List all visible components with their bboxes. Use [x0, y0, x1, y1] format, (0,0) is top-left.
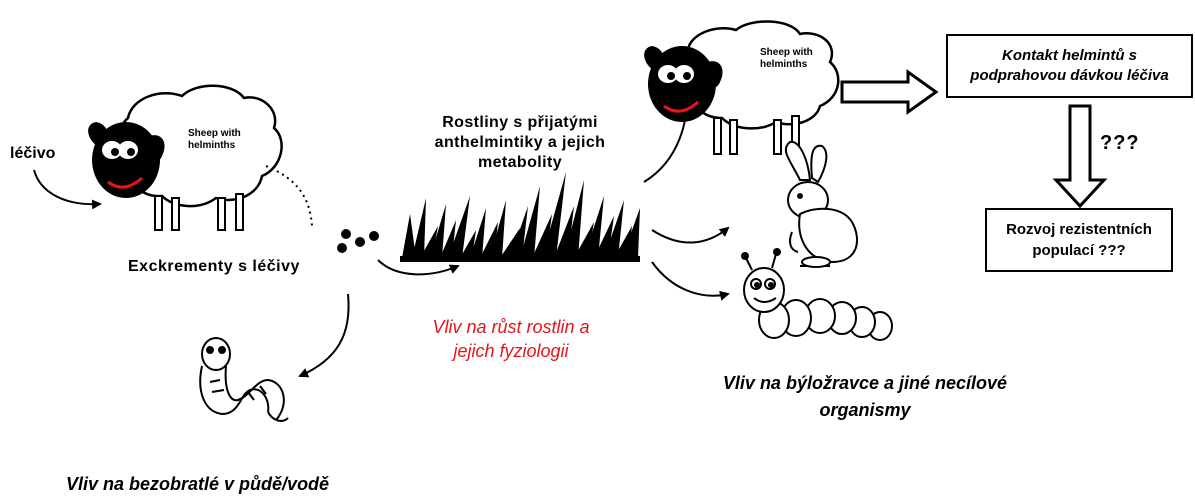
arrow-plants-to-rabbit [652, 228, 728, 243]
plant-effect-label: Vliv na růst rostlin a jejich fyziologii [416, 315, 606, 363]
rabbit-icon [786, 142, 857, 267]
plant-effect-line-2: jejich fyziologii [416, 339, 606, 363]
arrow-down-thick [1056, 106, 1104, 206]
plants-title-line-2: anthelmintiky a jejich [408, 133, 632, 153]
sheep-right-label-1: Sheep with [760, 47, 813, 58]
arrow-excrement-to-worm [300, 294, 349, 376]
drug-label: léčivo [10, 145, 55, 163]
invertebrate-effect-label: Vliv na bezobratlé v půdě/vodě [66, 474, 329, 495]
excrement-label: Exckrementy s léčivy [128, 258, 300, 276]
contact-box-line-1: Kontakt helmintů s [970, 46, 1168, 66]
sheep-icon [88, 86, 282, 230]
herbivore-effect-line-2: organismy [700, 397, 1030, 424]
contact-box: Kontakt helmintů s podprahovou dávkou lé… [946, 34, 1193, 98]
plants-title-line-3: metabolity [408, 153, 632, 173]
plants-title-line-1: Rostliny s přijatými [408, 113, 632, 133]
sheep-left-label-1: Sheep with [188, 128, 241, 139]
arrow-right-thick [842, 72, 936, 112]
plant-effect-line-1: Vliv na růst rostlin a [416, 315, 606, 339]
arrow-plants-to-caterpillar [652, 262, 728, 296]
herbivore-effect-label: Vliv na býložravce a jiné necílové organ… [700, 370, 1030, 424]
resistance-box: Rozvoj rezistentních populací ??? [985, 208, 1173, 272]
contact-box-line-2: podprahovou dávkou léčiva [970, 66, 1168, 86]
arrow-excrement-to-plants [378, 260, 458, 274]
herbivore-effect-line-1: Vliv na býložravce a jiné necílové [700, 370, 1030, 397]
grass-icon [400, 172, 640, 262]
sheep-right-label-2: helminths [760, 59, 808, 70]
sheep-icon [644, 21, 838, 154]
question-label: ??? [1100, 132, 1140, 155]
dotted-connector [266, 166, 312, 226]
sheep-left-label-2: helminths [188, 140, 236, 151]
resistance-box-line-2: populací ??? [1006, 240, 1152, 261]
droppings-icon [337, 229, 379, 253]
plants-title: Rostliny s přijatými anthelmintiky a jej… [408, 113, 632, 173]
resistance-box-line-1: Rozvoj rezistentních [1006, 219, 1152, 240]
arrow-drug-to-sheep [34, 170, 100, 204]
earthworm-icon [200, 338, 288, 421]
